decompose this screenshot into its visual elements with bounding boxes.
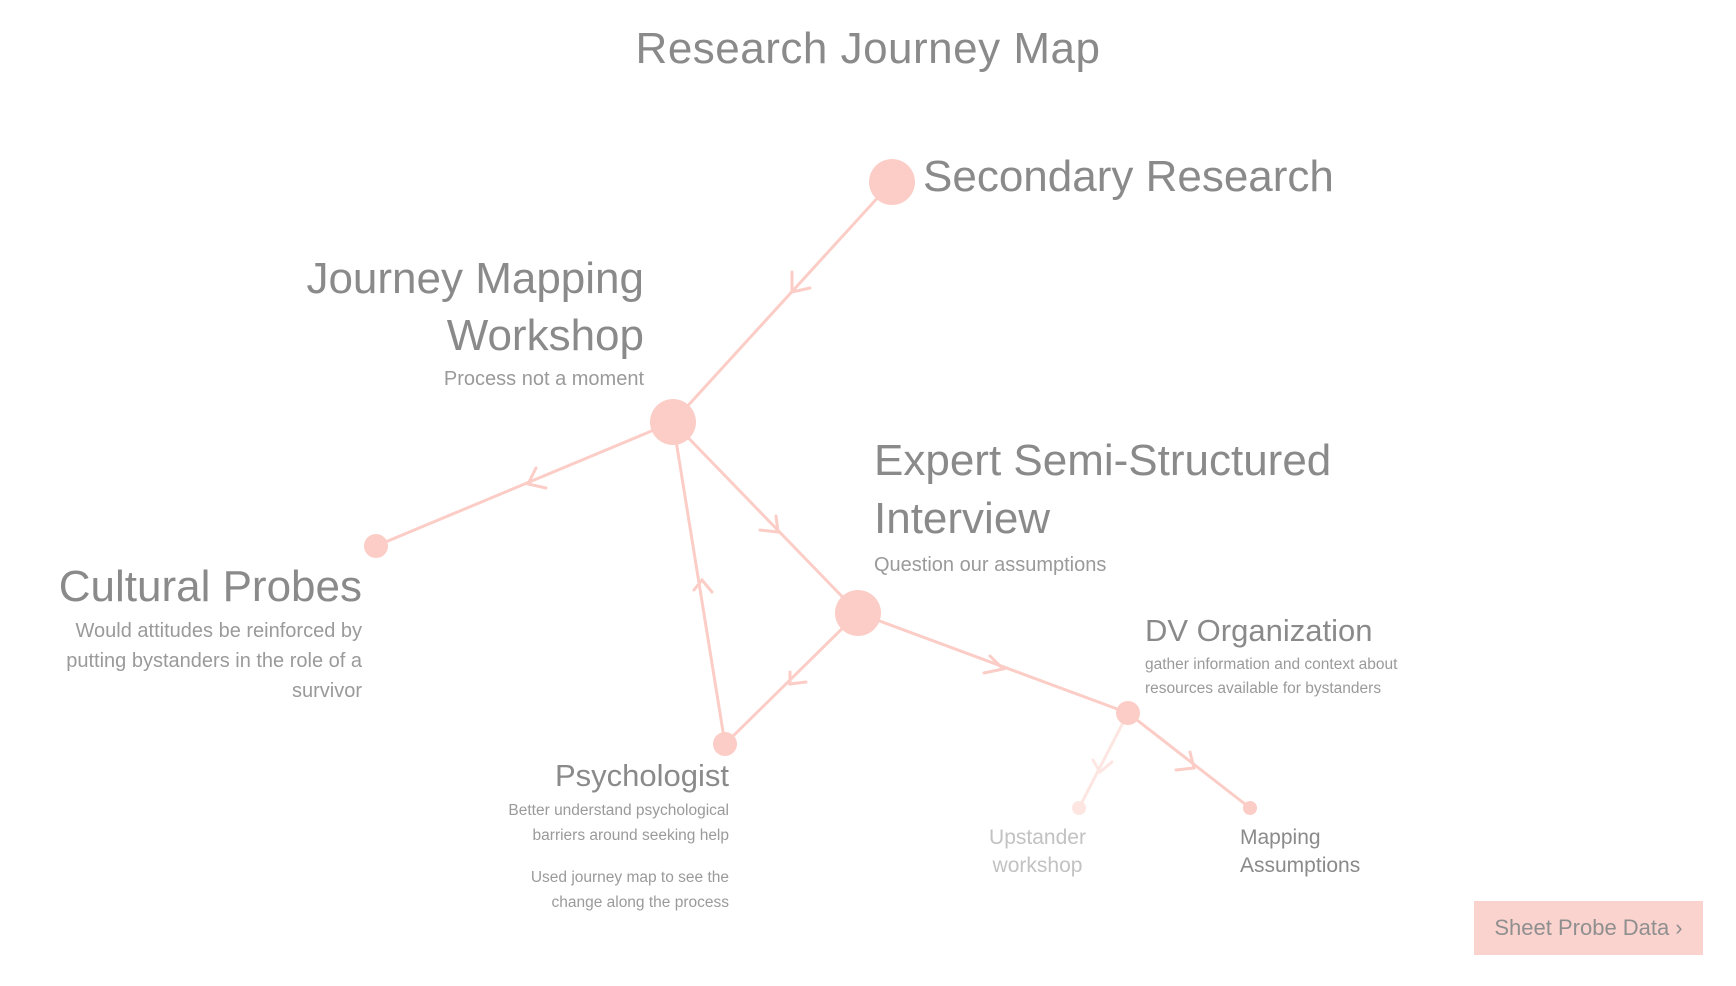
- dv-organization-desc-line2: resources available for bystanders: [1145, 680, 1382, 697]
- label-psychologist: Psychologist Better understand psycholog…: [440, 756, 729, 913]
- edge-dv-to-mapping: [1126, 711, 1252, 810]
- arrow-dv-to-mapping: [1174, 750, 1196, 772]
- cultural-probes-desc-line1: Would attitudes be reinforced by: [75, 620, 362, 642]
- sheet-probe-data-button[interactable]: Sheet Probe Data ›: [1474, 901, 1703, 955]
- arrow-dv-to-upstander: [1091, 758, 1114, 775]
- psychologist-desc-line4: change along the process: [551, 894, 729, 911]
- upstander-title-line2: workshop: [992, 854, 1083, 877]
- chevron-right-icon: ›: [1675, 915, 1683, 940]
- cultural-probes-desc-line2: putting bystanders in the role of a: [66, 650, 362, 672]
- dv-organization-title: DV Organization: [1145, 613, 1373, 648]
- label-secondary-research: Secondary Research: [923, 152, 1334, 202]
- workshop-title-line2: Workshop: [446, 311, 644, 360]
- workshop-description: Process not a moment: [443, 368, 644, 390]
- node-journey-mapping-workshop: [650, 399, 696, 445]
- arrow-workshop-to-cultural: [525, 466, 548, 490]
- label-journey-mapping-workshop: Journey Mapping Workshop Process not a m…: [260, 250, 644, 391]
- arrow-workshop-to-expert: [758, 514, 780, 534]
- psychologist-title: Psychologist: [554, 758, 729, 793]
- workshop-title-line1: Journey Mapping: [306, 254, 644, 303]
- node-psychologist: [713, 732, 737, 756]
- expert-title-line2: Interview: [874, 494, 1051, 543]
- psychologist-desc-line1: Better understand psychological: [508, 802, 729, 819]
- node-dv-organization: [1116, 701, 1140, 725]
- psychologist-desc-line2: barriers around seeking help: [532, 827, 729, 844]
- arrow-expert-to-psychologist: [788, 670, 808, 686]
- edge-expert-to-dv: [856, 611, 1130, 715]
- cultural-probes-desc-line3: survivor: [291, 680, 362, 702]
- arrow-secondary-to-workshop: [790, 270, 812, 294]
- secondary-research-title: Secondary Research: [923, 152, 1334, 201]
- sheet-probe-data-label: Sheet Probe Data: [1494, 915, 1670, 940]
- edge-workshop-to-cultural: [374, 420, 675, 548]
- node-expert-interview: [835, 590, 881, 636]
- label-upstander-workshop: Upstander workshop: [960, 824, 1115, 880]
- cultural-probes-title: Cultural Probes: [58, 562, 362, 611]
- mapping-title-line2: Assumptions: [1240, 854, 1361, 877]
- arrow-psychologist-to-workshop: [692, 577, 714, 594]
- psychologist-desc-line3: Used journey map to see the: [530, 869, 729, 886]
- node-secondary-research: [869, 159, 915, 205]
- node-mapping-assumptions: [1243, 801, 1257, 815]
- expert-title-line1: Expert Semi-Structured: [874, 436, 1332, 485]
- label-expert-interview: Expert Semi-Structured Interview Questio…: [874, 432, 1394, 577]
- page-title: Research Journey Map: [635, 24, 1101, 73]
- edge-secondary-to-workshop: [671, 180, 894, 424]
- label-cultural-probes: Cultural Probes Would attitudes be reinf…: [20, 559, 362, 705]
- arrow-expert-to-dv: [982, 654, 1007, 675]
- upstander-title-line1: Upstander: [989, 826, 1086, 849]
- label-dv-organization: DV Organization gather information and c…: [1145, 611, 1465, 699]
- expert-description: Question our assumptions: [874, 554, 1107, 576]
- node-cultural-probes: [364, 534, 388, 558]
- edge-dv-to-upstander: [1077, 711, 1130, 810]
- node-upstander-workshop: [1072, 801, 1086, 815]
- label-mapping-assumptions: Mapping Assumptions: [1240, 824, 1420, 880]
- edge-workshop-to-expert: [671, 420, 860, 615]
- mapping-title-line1: Mapping: [1240, 826, 1321, 849]
- dv-organization-desc-line1: gather information and context about: [1145, 656, 1398, 673]
